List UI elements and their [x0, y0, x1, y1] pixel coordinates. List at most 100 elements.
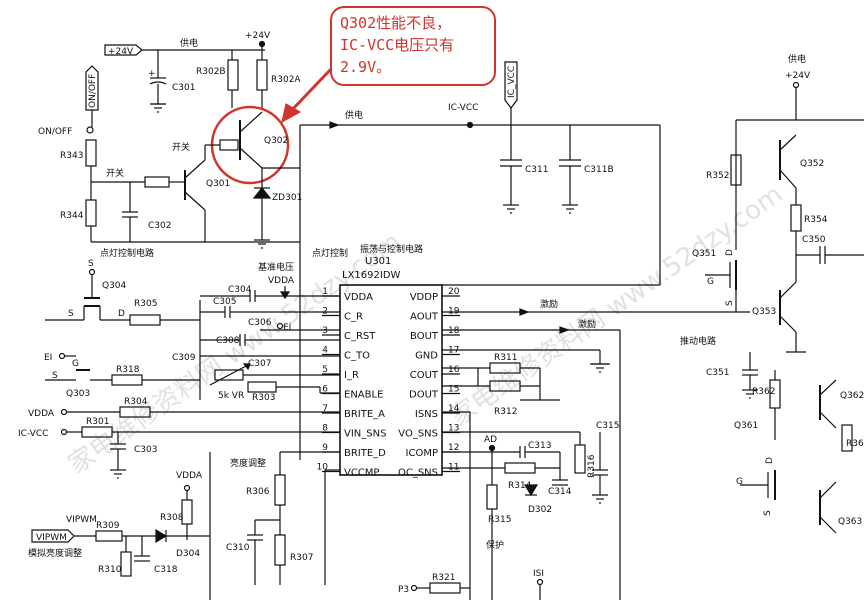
label-r362: R362 — [752, 387, 775, 397]
label-r312: R312 — [494, 407, 517, 417]
label-vr: 5k VR — [218, 391, 244, 401]
label-r311: R311 — [494, 353, 517, 363]
label-r309: R309 — [96, 521, 120, 531]
label-q302: Q302 — [264, 136, 288, 146]
ic-pin-name: AOUT — [410, 312, 439, 323]
label-supply-1: 供电 — [180, 37, 198, 49]
label-r36: R36 — [846, 439, 864, 449]
label-q362: Q362 — [840, 391, 864, 401]
label-r307: R307 — [290, 553, 313, 563]
ic-pin-name: VDDP — [410, 292, 438, 303]
label-light-ctrl-circuit: 点灯控制电路 — [100, 247, 154, 259]
ic-pin-num: 16 — [448, 365, 460, 375]
net-p3: P3 — [398, 585, 409, 595]
label-d304: D304 — [176, 549, 200, 559]
label-c305: C305 — [213, 297, 236, 307]
label-switch-1: 开关 — [106, 167, 124, 179]
label-drive-circuit: 推动电路 — [680, 335, 716, 347]
ic-pin-num: 1 — [322, 287, 328, 297]
label-r352: R352 — [706, 171, 729, 181]
svg-text:S: S — [68, 309, 74, 319]
label-r354: R354 — [804, 215, 828, 225]
label-q301: Q301 — [206, 179, 230, 189]
label-r303: R303 — [252, 393, 275, 403]
label-c318: C318 — [154, 565, 178, 575]
ic-pin-num: 14 — [448, 404, 460, 414]
ic-pin-name: VCCMP — [344, 468, 379, 479]
svg-text:+: + — [148, 69, 156, 79]
label-c303: C303 — [134, 445, 157, 455]
ic-pin-name: C_TO — [344, 351, 370, 362]
net-ei-2: EI — [283, 323, 291, 333]
svg-text:D: D — [118, 309, 125, 319]
label-ref-voltage: 基准电压 — [258, 261, 294, 273]
net-onoff: ON/OFF — [38, 127, 72, 137]
label-light-ctrl: 点灯控制 — [312, 247, 348, 259]
ic-pin-num: 4 — [322, 346, 328, 356]
net-ei-1: EI — [44, 353, 52, 363]
net-ic-vcc-flag: IC_VCC — [507, 66, 517, 98]
ic-pin-name: C_RST — [344, 331, 376, 342]
label-excite-2: 激励 — [578, 318, 596, 330]
power-stage: 供电 +24V R352 Q352 R354 C350 Q351 D G S Q… — [670, 53, 864, 534]
net-vdda-left: VDDA — [28, 409, 55, 419]
callout-line-2: IC-VCC电压只有 — [340, 36, 455, 54]
net-ad: AD — [484, 435, 497, 445]
callout-arrow — [281, 66, 334, 124]
net-24v-right: +24V — [785, 71, 811, 81]
callout-box: Q302性能不良， IC-VCC电压只有 2.9V。 — [330, 6, 496, 86]
label-c304: C304 — [228, 285, 252, 295]
ic-pin-num: 8 — [322, 424, 328, 434]
label-q361: Q361 — [734, 421, 758, 431]
svg-text:S: S — [725, 300, 735, 306]
net-24v-top: +24V — [245, 31, 271, 41]
callout-line-3: 2.9V。 — [340, 58, 392, 76]
label-c307: C307 — [248, 359, 271, 369]
label-r305: R305 — [134, 299, 157, 309]
watermark-text-2: 家电维修资料网 www.52dzy.com — [445, 179, 789, 432]
svg-text:D: D — [725, 249, 735, 256]
label-r314: R314 — [508, 481, 532, 491]
label-r306: R306 — [246, 487, 270, 497]
label-c310: C310 — [226, 543, 250, 553]
ic-pin-name: ENABLE — [344, 390, 383, 401]
label-r343: R343 — [60, 151, 83, 161]
net-24v-left: +24V — [108, 47, 134, 57]
ic-pin-name: COUT — [410, 370, 439, 381]
label-q363: Q363 — [838, 517, 862, 527]
ic-pin-name: VDDA — [344, 292, 373, 303]
ic-pin-name: BRITE_D — [344, 448, 386, 459]
ic-pin-name: BRITE_A — [344, 409, 385, 420]
label-q353: Q353 — [752, 307, 776, 317]
ic-pin-name: BOUT — [410, 331, 439, 342]
svg-text:D: D — [765, 457, 775, 464]
net-vdda-bottom: VDDA — [176, 471, 203, 481]
label-r310: R310 — [98, 565, 122, 575]
ic-pin-num: 3 — [322, 326, 328, 336]
label-c309: C309 — [172, 353, 196, 363]
supply-section: +24V 供电 +24V C301 + R302B R302A Q302 Z — [104, 31, 661, 286]
label-supply-3: 供电 — [788, 53, 806, 65]
net-ic-vcc-top: IC-VCC — [448, 103, 478, 113]
label-q303: Q303 — [66, 389, 90, 399]
label-q352: Q352 — [800, 159, 824, 169]
label-c314: C314 — [548, 487, 572, 497]
label-c311: C311 — [525, 165, 548, 175]
brightness-section: 亮度调整 R306 R307 C310 VDDA R308 VIPWM VIPW… — [28, 451, 340, 600]
label-c302: C302 — [148, 221, 171, 231]
net-isi: ISI — [533, 569, 544, 579]
ic-right-pins: 20VDDP19AOUT18BOUT17GND16COUT15DOUT14ISN… — [398, 287, 460, 479]
svg-text:G: G — [736, 477, 743, 487]
ic-pin-num: 6 — [322, 385, 328, 395]
ic-pin-num: 18 — [448, 326, 460, 336]
